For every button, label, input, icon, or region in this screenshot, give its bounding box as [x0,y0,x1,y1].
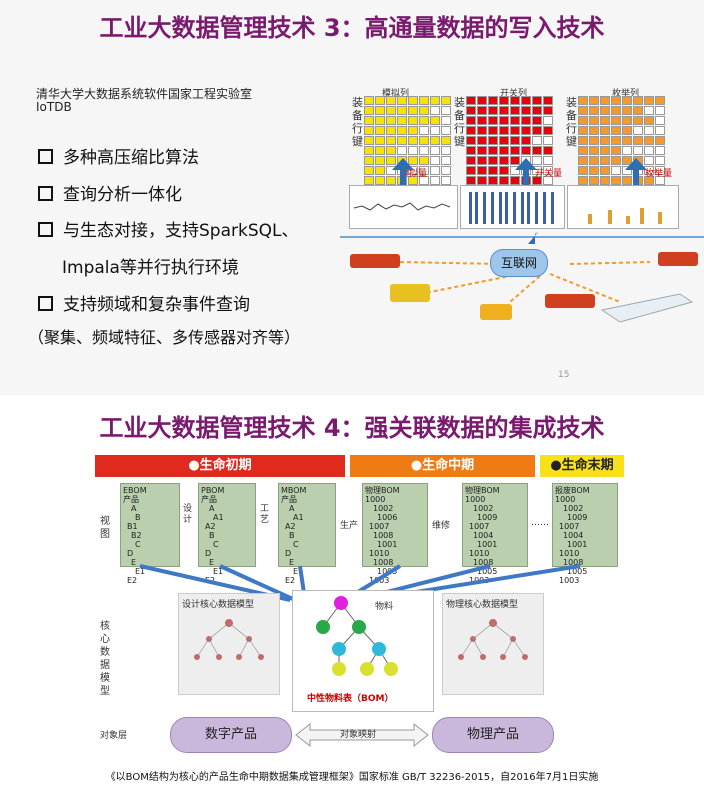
object-mapping-label: 对象映射 [340,730,377,740]
footer-citation: 《以BOM结构为核心的产品生命中期数据集成管理框架》国家标准 GB/T 3223… [105,772,599,783]
phase-middle: ●生命中期 [350,455,535,477]
switch-signal-chart [460,185,565,229]
slide2-title: 工业大数据管理技术 4：强关联数据的集成技术 [99,414,605,442]
checkbox-icon [38,296,53,311]
bullet-3-cont: Impala等并行执行环境 [62,258,239,278]
bullet-4-cont: （聚集、频域特征、多传感器对齐等） [28,328,301,347]
checkbox-icon [38,149,53,164]
bullet-3: 与生态对接，支持SparkSQL、 [38,216,298,241]
arrow-label-repair: 维修 [432,521,451,531]
bullet-4: 支持频域和复杂事件查询 [38,290,250,315]
phase-late: ●生命末期 [540,455,624,477]
object-layer-label: 对象层 [100,731,128,741]
checkbox-icon [38,222,53,237]
bullet-1: 多种高压缩比算法 [38,143,199,168]
arrow-label-process: 工艺 [260,504,270,525]
slide-high-throughput: 工业大数据管理技术 3：高通量数据的写入技术 清华大学大数据系统软件国家工程实验… [0,0,704,395]
physical-product: 物理产品 [432,717,554,753]
neutral-bom-panel: 物料 中性物料表（BOM） [292,590,434,712]
checkbox-icon [38,186,53,201]
arrow-label-production: 生产 [340,521,359,531]
object-mapping-arrow [295,722,429,748]
enum-signal-chart [567,185,679,229]
data-flow-arrows [392,158,647,190]
product-label: IoTDB [36,100,72,114]
digital-product: 数字产品 [170,717,292,753]
slide-integration: 工业大数据管理技术 4：强关联数据的集成技术 ●生命初期 ●生命中期 ●生命末期… [0,400,704,796]
switch-grid [466,96,553,185]
physical-core-model: 物理核心数据模型 [442,593,544,695]
bom-pbom: PBOM产品AA1A2BCDEE1E2 [198,483,256,585]
internet-cloud: 互联网 [490,249,548,277]
page-number: 15 [558,370,570,380]
phase-early: ●生命初期 [95,455,345,477]
analog-signal-chart [349,185,458,229]
slide1-title: 工业大数据管理技术 3：高通量数据的写入技术 [99,14,605,42]
view-label: 视图 [100,516,110,540]
bullet-2: 查询分析一体化 [38,180,182,205]
network-line [340,236,704,238]
core-label: 核心数据模型 [100,621,110,697]
analog-grid [364,96,451,185]
arrow-label-etc: …… [531,518,549,528]
org-label: 清华大学大数据系统软件国家工程实验室 [36,87,253,101]
design-core-model: 设计核心数据模型 [178,593,280,695]
enum-grid [578,96,665,185]
iot-devices-graphic [350,232,698,323]
arrow-label-design: 设计 [183,504,193,525]
